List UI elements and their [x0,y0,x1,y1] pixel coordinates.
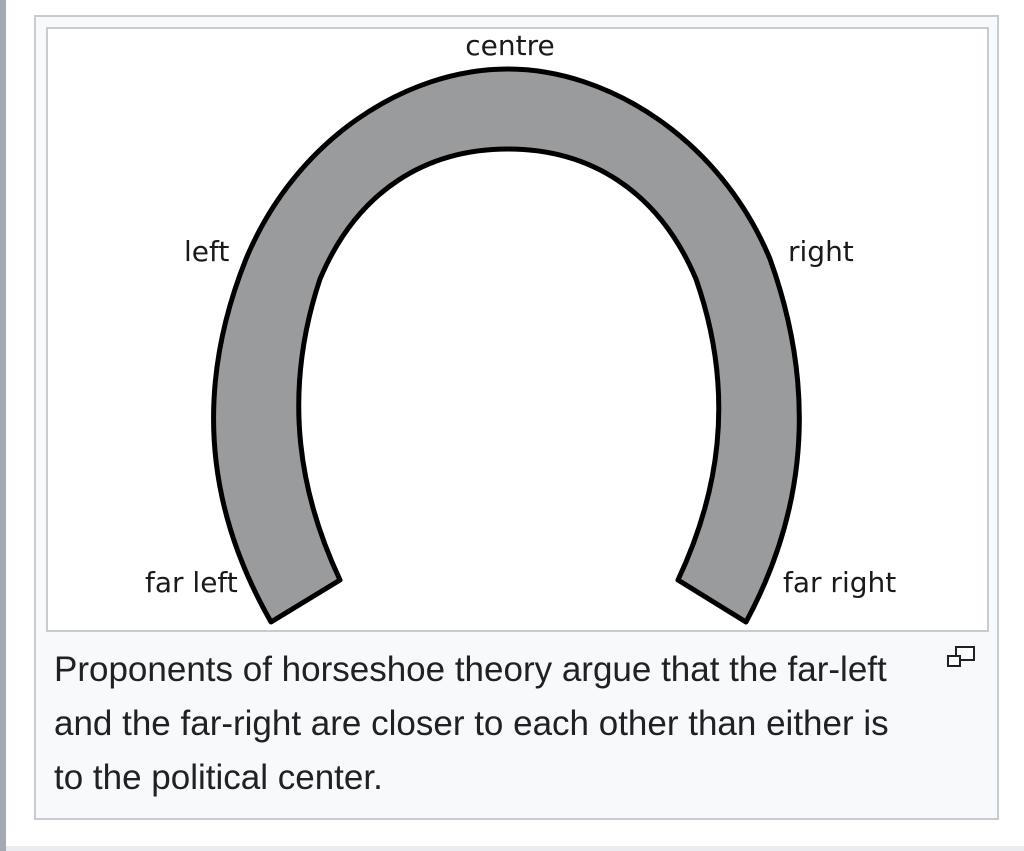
bottom-border [6,846,1024,851]
label-far-left: far left [145,566,238,599]
horseshoe-shape [211,66,802,625]
horseshoe-diagram: centre left right far left far right [145,29,896,625]
label-right: right [788,235,854,268]
magnify-clip-icon[interactable] [944,645,978,671]
label-left: left [184,235,229,268]
figure-image[interactable]: centre left right far left far right [46,27,989,632]
figure-caption: Proponents of horseshoe theory argue tha… [54,650,889,797]
label-centre: centre [465,29,554,62]
label-far-right: far right [783,566,896,599]
left-border [0,0,6,851]
figure-thumbnail: centre left right far left far right Pro… [34,15,999,820]
